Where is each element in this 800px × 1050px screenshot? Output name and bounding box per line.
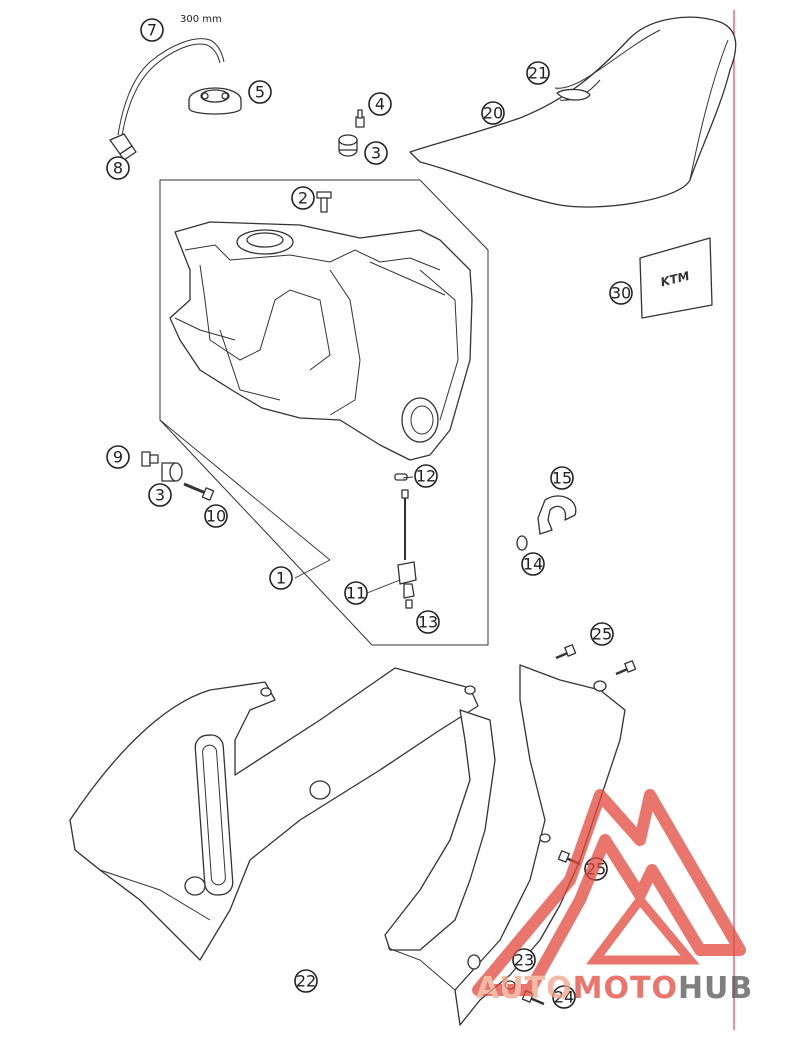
svg-text:25: 25 <box>592 625 612 644</box>
callout-11: 11 <box>344 581 368 605</box>
svg-text:23: 23 <box>514 951 534 970</box>
callout-21: 21 <box>526 61 550 85</box>
watermark-text: AUTOMOTOHUB <box>476 971 753 1006</box>
fuel-hose <box>117 38 225 137</box>
svg-text:21: 21 <box>528 64 548 83</box>
svg-text:3: 3 <box>371 144 381 163</box>
leader-lines <box>159 419 414 594</box>
watermark-hub: HUB <box>678 971 753 1006</box>
clamp-14 <box>516 535 528 551</box>
callout-10: 10 <box>204 504 228 528</box>
callout-20: 20 <box>481 101 505 125</box>
watermark: AUTOMOTOHUB <box>472 789 753 1006</box>
left-shroud <box>69 667 479 961</box>
svg-text:3: 3 <box>155 486 165 505</box>
tap-hose-15 <box>537 495 577 535</box>
svg-text:10: 10 <box>206 507 226 526</box>
callout-3-top: 3 <box>364 141 388 165</box>
svg-text:30: 30 <box>611 284 631 303</box>
callout-4: 4 <box>368 92 392 116</box>
callout-14: 14 <box>521 552 545 576</box>
svg-text:20: 20 <box>483 104 503 123</box>
watermark-logo-inner <box>586 892 700 965</box>
bushing-3-top <box>338 134 358 157</box>
callout-22: 22 <box>294 969 318 993</box>
svg-text:2: 2 <box>298 189 308 208</box>
bolt-10 <box>183 482 215 501</box>
callout-25-top: 25 <box>590 622 614 646</box>
hose-length-label: 300 mm <box>180 14 222 25</box>
callout-1: 1 <box>269 566 293 590</box>
svg-text:12: 12 <box>416 467 436 486</box>
bushing-3-left <box>161 462 183 482</box>
ktm-decal: KTM <box>639 237 713 319</box>
callout-12: 12 <box>414 464 438 488</box>
svg-text:9: 9 <box>113 448 123 467</box>
callout-3-left: 3 <box>148 483 172 507</box>
callout-13: 13 <box>416 610 440 634</box>
seat <box>409 16 737 208</box>
svg-text:7: 7 <box>147 21 157 40</box>
watermark-moto: MOTO <box>573 971 678 1006</box>
ktm-decal-text: KTM <box>659 269 691 290</box>
fuel-tank <box>169 221 473 461</box>
svg-text:13: 13 <box>418 613 438 632</box>
svg-text:1: 1 <box>276 569 286 588</box>
svg-text:14: 14 <box>523 555 543 574</box>
svg-text:15: 15 <box>552 469 572 488</box>
svg-text:5: 5 <box>255 83 265 102</box>
svg-text:8: 8 <box>113 159 123 178</box>
callout-2: 2 <box>291 186 315 210</box>
callout-30: 30 <box>609 281 633 305</box>
watermark-logo-mark <box>472 789 746 996</box>
callout-24: 24 <box>552 985 576 1009</box>
callout-15: 15 <box>550 466 574 490</box>
callout-5: 5 <box>248 80 272 104</box>
screw-2 <box>316 191 332 213</box>
right-shroud <box>384 664 626 1026</box>
watermark-auto: AUTO <box>476 971 573 1006</box>
svg-text:11: 11 <box>346 584 366 603</box>
fuel-cap <box>188 87 242 115</box>
fuel-tap-assembly <box>394 473 417 609</box>
screw-25-top-b <box>615 660 637 676</box>
svg-text:4: 4 <box>375 95 385 114</box>
callout-9: 9 <box>106 445 130 469</box>
callout-7: 7 <box>140 18 164 42</box>
callout-23: 23 <box>512 948 536 972</box>
svg-text:22: 22 <box>296 972 316 991</box>
screw-25-top-a <box>555 644 577 660</box>
screw-4 <box>355 109 365 128</box>
callout-8: 8 <box>106 156 130 180</box>
hose-fitting <box>109 133 137 161</box>
svg-text:24: 24 <box>554 988 574 1007</box>
screw-9 <box>141 451 159 467</box>
